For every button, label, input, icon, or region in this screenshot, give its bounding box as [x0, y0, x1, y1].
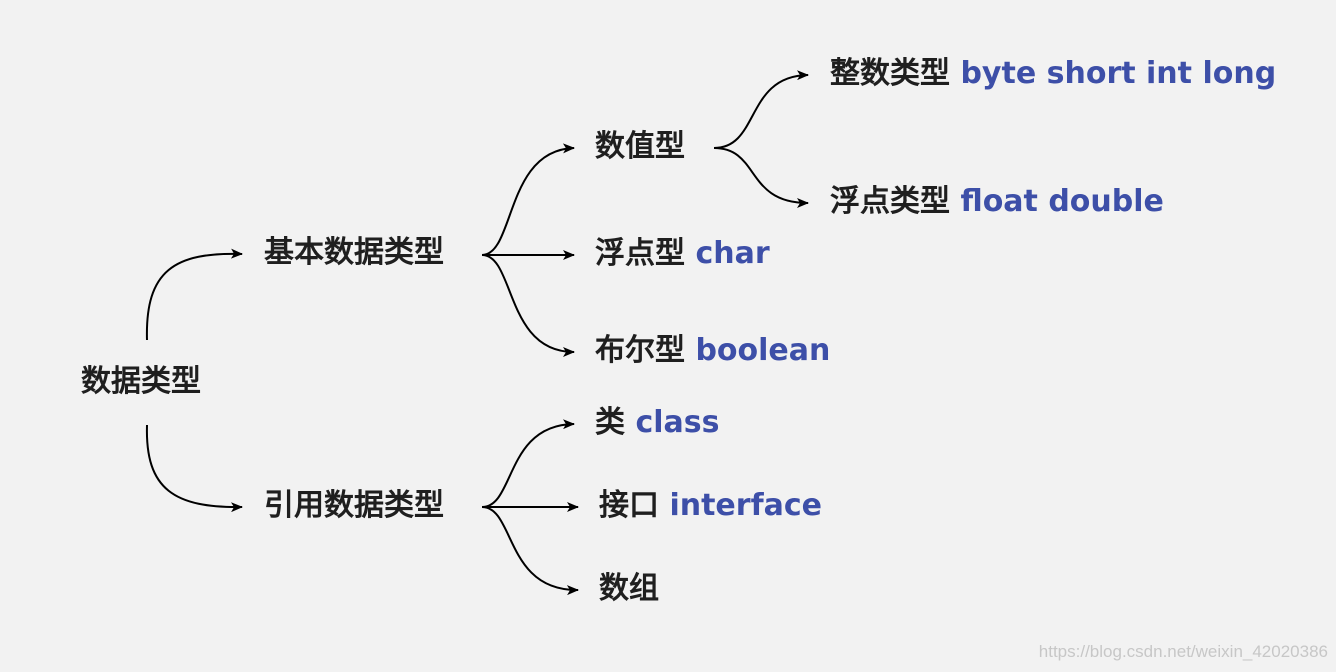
arrow-reference-to-class [481, 419, 575, 508]
arrow-root-to-primitive [145, 248, 243, 341]
arrow-primitive-to-numeric [481, 143, 575, 256]
node-boolean-type: 布尔型 boolean [595, 336, 830, 366]
node-integer-label: 整数类型 [830, 56, 950, 91]
arrow-reference-to-array [481, 506, 579, 596]
node-floating-types: 浮点类型 float double [830, 187, 1164, 217]
node-floating-label: 浮点类型 [830, 184, 950, 219]
arrow-numeric-to-integer [713, 70, 809, 149]
node-class-keyword: class [635, 405, 720, 440]
node-boolean-keyword: boolean [695, 333, 831, 368]
node-interface-keyword: interface [669, 488, 823, 523]
node-class-label: 类 [595, 405, 625, 440]
arrow-numeric-to-floating [713, 147, 809, 208]
node-class-type: 类 class [595, 408, 719, 438]
node-interface-type: 接口 interface [599, 491, 822, 521]
node-array-type: 数组 [599, 571, 659, 606]
watermark-url: https://blog.csdn.net/weixin_42020386 [1038, 642, 1328, 661]
node-reference-types: 引用数据类型 [264, 488, 444, 523]
arrow-primitive-to-boolean [481, 254, 575, 357]
node-char-keyword: char [695, 236, 770, 271]
node-integer-keywords: byte short int long [960, 56, 1277, 91]
node-data-types: 数据类型 [81, 364, 201, 399]
node-interface-label: 接口 [599, 488, 659, 523]
node-primitive-types: 基本数据类型 [264, 235, 444, 270]
node-char-label: 浮点型 [595, 236, 685, 271]
node-integer-types: 整数类型 byte short int long [830, 59, 1276, 89]
node-floating-keywords: float double [960, 184, 1164, 219]
arrow-root-to-reference [145, 424, 243, 513]
node-boolean-label: 布尔型 [595, 333, 685, 368]
node-numeric-type: 数值型 [595, 129, 685, 164]
node-char-type: 浮点型 char [595, 239, 770, 269]
